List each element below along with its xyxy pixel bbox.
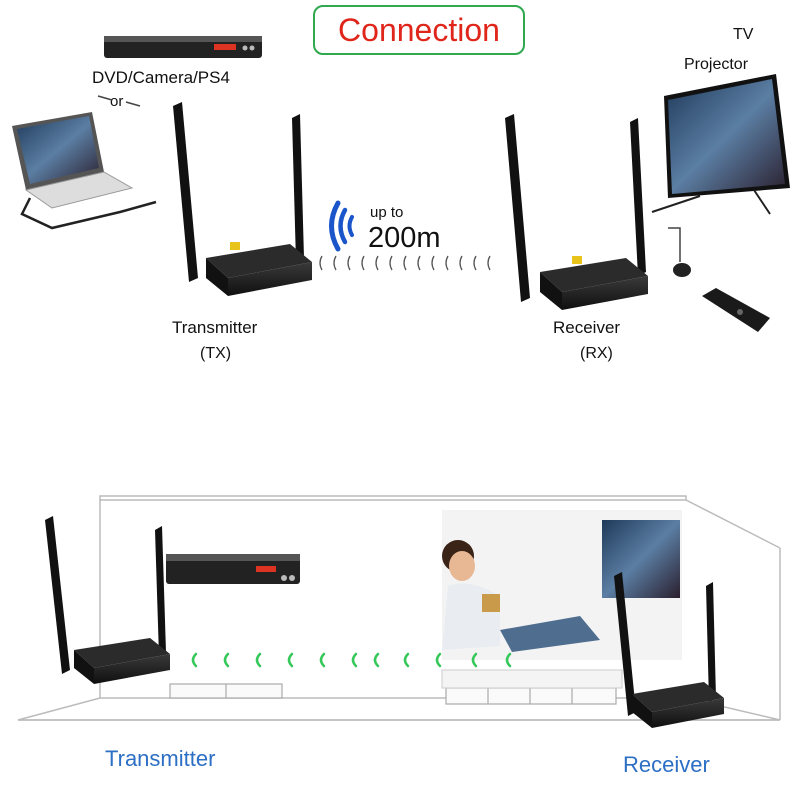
- tx-abbr: (TX): [200, 345, 232, 362]
- tv-label: TV: [733, 26, 754, 43]
- receiver-device-icon: [505, 114, 648, 310]
- right-cabinet: [445, 687, 617, 705]
- left-cabinet: [169, 683, 283, 699]
- signal-icon: [329, 200, 354, 252]
- tv-icon: [651, 74, 790, 215]
- tx-label: Transmitter: [172, 318, 258, 337]
- dvd-player-icon: [104, 36, 262, 58]
- green-signal-waves: [191, 652, 512, 668]
- rx-label: Receiver: [553, 318, 621, 337]
- bottom-rx-label: Receiver: [623, 752, 710, 777]
- title-box: Connection: [313, 5, 525, 55]
- laptop-icon: [12, 112, 157, 230]
- rx-abbr: (RX): [580, 345, 613, 362]
- bottom-receiver-device-icon: [614, 572, 724, 728]
- wall-tv-icon: [602, 520, 680, 598]
- signal-waves: [319, 255, 491, 271]
- bottom-transmitter-device-icon: [45, 516, 170, 684]
- page-title: Connection: [338, 11, 500, 48]
- bottom-dvd-player-icon: [166, 554, 300, 584]
- range-up-label: up to: [370, 204, 404, 221]
- ir-receiver-icon: [673, 263, 691, 277]
- range-value-label: 200m: [368, 222, 441, 254]
- remote-control-icon: [702, 288, 770, 332]
- living-room-scene: [442, 510, 682, 660]
- transmitter-device-icon: [173, 102, 312, 296]
- bottom-tx-label: Transmitter: [105, 746, 216, 771]
- source-label: DVD/Camera/PS4: [92, 68, 230, 87]
- projector-label: Projector: [684, 56, 749, 73]
- or-label: or: [110, 93, 124, 110]
